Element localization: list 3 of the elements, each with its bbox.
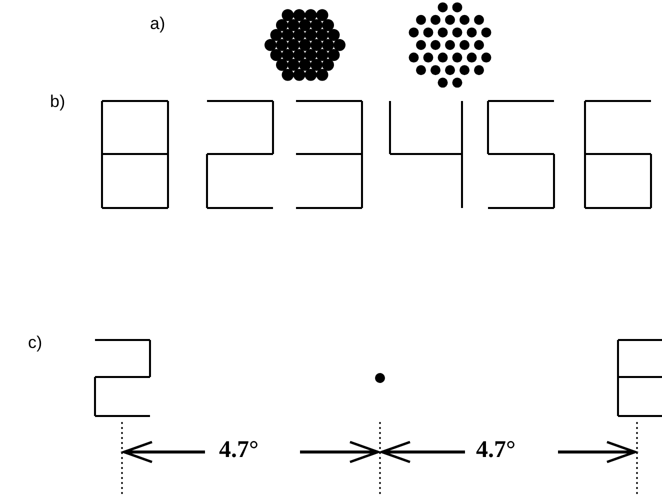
panel-label: c) xyxy=(28,333,42,353)
panel-label: b) xyxy=(50,92,66,112)
panel-label: a) xyxy=(150,14,166,34)
